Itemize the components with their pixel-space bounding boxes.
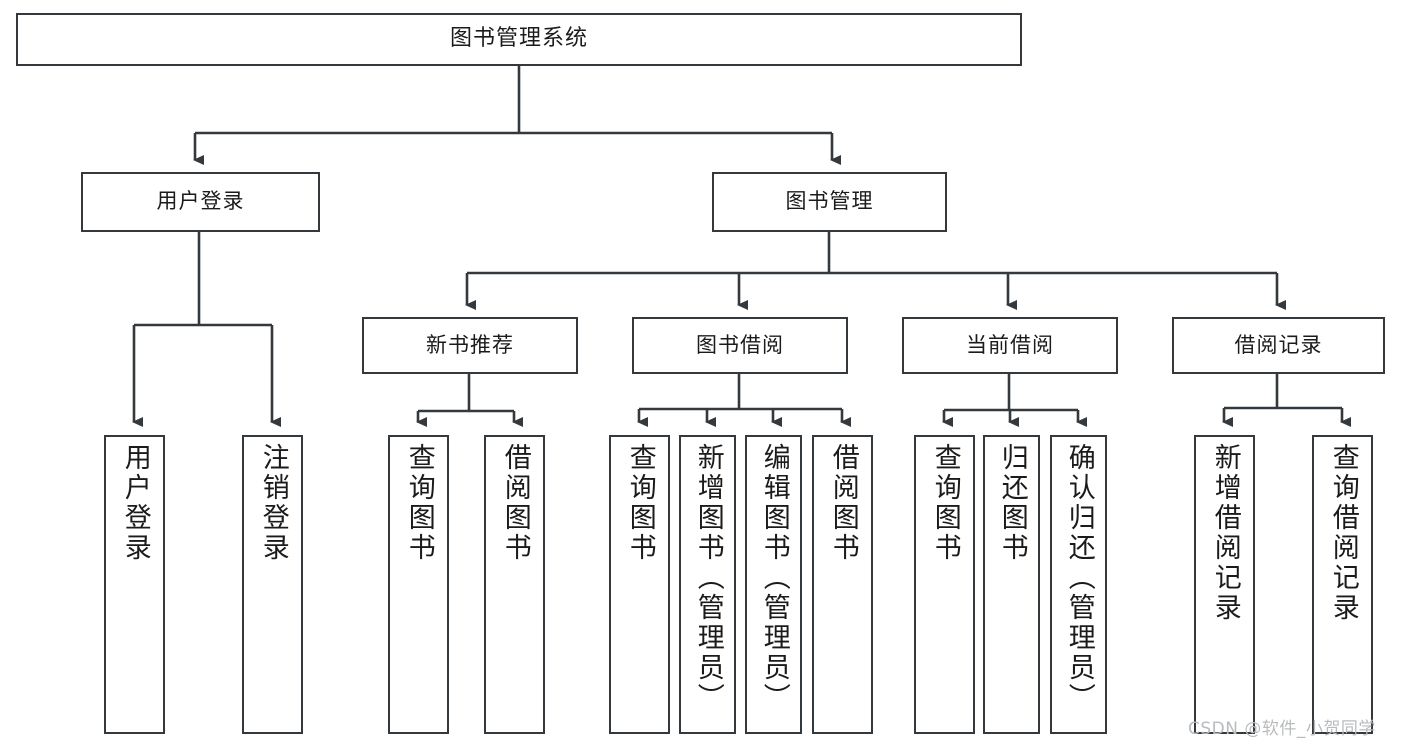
leaf-logout-label: 注销登录 [257, 443, 289, 563]
leaf-recommend-query-book-label: 查询图书 [403, 443, 435, 563]
leaf-record-add-record-label: 新增借阅记录 [1209, 443, 1241, 623]
node-current-borrow[interactable]: 当前借阅 [902, 317, 1118, 374]
leaf-record-query-record[interactable]: 查询借阅记录 [1312, 435, 1373, 734]
leaf-current-query-book-label: 查询图书 [929, 443, 961, 563]
leaf-logout[interactable]: 注销登录 [242, 435, 303, 734]
node-borrow-record[interactable]: 借阅记录 [1172, 317, 1385, 374]
node-book-management[interactable]: 图书管理 [712, 172, 947, 232]
node-book-borrow-label: 图书借阅 [696, 332, 784, 357]
leaf-recommend-borrow-book-label: 借阅图书 [499, 443, 531, 563]
leaf-current-confirm-return-admin-label: 确认归还（管理员） [1063, 443, 1095, 713]
leaf-recommend-borrow-book[interactable]: 借阅图书 [484, 435, 545, 734]
node-book-management-label: 图书管理 [785, 189, 874, 214]
node-user-login-label: 用户登录 [156, 189, 245, 214]
node-user-login[interactable]: 用户登录 [81, 172, 320, 232]
leaf-borrow-borrow-book[interactable]: 借阅图书 [812, 435, 873, 734]
node-new-book-recommend[interactable]: 新书推荐 [362, 317, 578, 374]
leaf-user-login-label: 用户登录 [119, 443, 151, 563]
node-borrow-record-label: 借阅记录 [1234, 332, 1323, 357]
leaf-current-return-book[interactable]: 归还图书 [983, 435, 1040, 734]
leaf-record-query-record-label: 查询借阅记录 [1327, 443, 1359, 623]
leaf-current-return-book-label: 归还图书 [996, 443, 1028, 563]
node-new-book-recommend-label: 新书推荐 [426, 332, 514, 357]
node-book-borrow[interactable]: 图书借阅 [632, 317, 848, 374]
node-root-label: 图书管理系统 [449, 26, 588, 52]
leaf-record-add-record[interactable]: 新增借阅记录 [1194, 435, 1255, 734]
leaf-user-login[interactable]: 用户登录 [104, 435, 165, 734]
csdn-watermark: CSDN @软件_小贺同学 [1188, 719, 1376, 739]
leaf-borrow-borrow-book-label: 借阅图书 [827, 443, 859, 563]
leaf-current-query-book[interactable]: 查询图书 [914, 435, 975, 734]
leaf-borrow-query-book-label: 查询图书 [624, 443, 656, 563]
leaf-recommend-query-book[interactable]: 查询图书 [388, 435, 449, 734]
leaf-borrow-query-book[interactable]: 查询图书 [609, 435, 670, 734]
node-current-borrow-label: 当前借阅 [966, 332, 1054, 357]
leaf-current-confirm-return-admin[interactable]: 确认归还（管理员） [1050, 435, 1107, 734]
leaf-borrow-add-book-admin-label: 新增图书（管理员） [692, 443, 724, 713]
leaf-borrow-edit-book-admin[interactable]: 编辑图书（管理员） [745, 435, 802, 734]
node-root[interactable]: 图书管理系统 [16, 13, 1022, 66]
leaf-borrow-edit-book-admin-label: 编辑图书（管理员） [758, 443, 790, 713]
leaf-borrow-add-book-admin[interactable]: 新增图书（管理员） [679, 435, 736, 734]
